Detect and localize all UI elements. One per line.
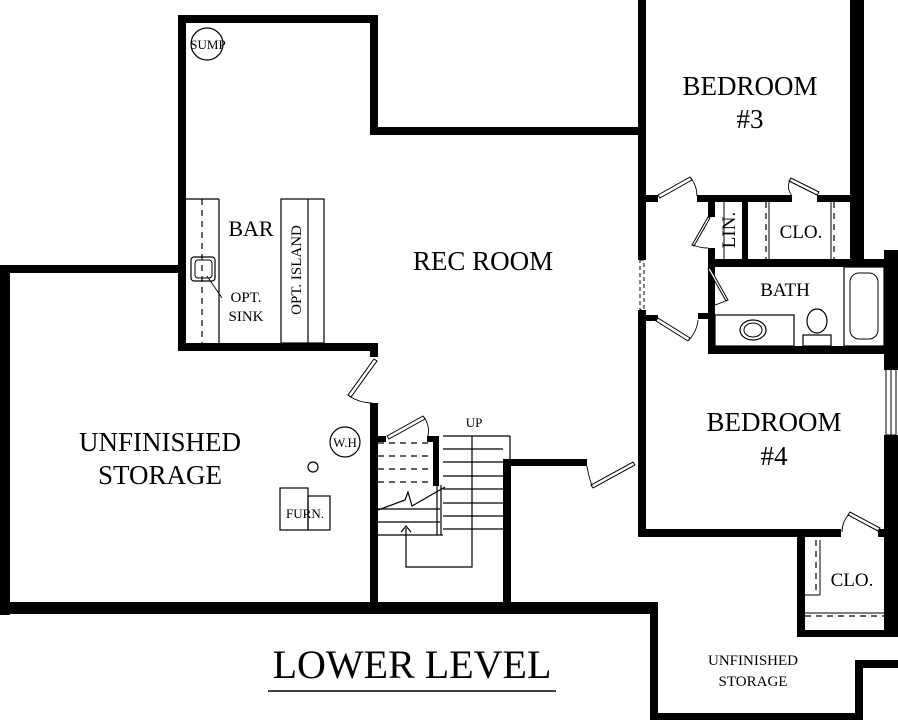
window-rec-room — [639, 259, 645, 311]
wall-storage-left — [0, 265, 10, 615]
sump-fixture — [190, 27, 224, 61]
linen-label: LIN. — [719, 212, 740, 248]
wall-stair-right — [503, 459, 511, 609]
wall-bath-bottom — [708, 346, 898, 354]
wall-bed3-bottom-c — [817, 195, 857, 202]
stair-treads-right — [443, 448, 503, 530]
wall-clo4-bottom — [797, 630, 898, 637]
bedroom4-label: BEDROOM — [706, 407, 841, 437]
wall-storage2-left — [650, 602, 658, 720]
storage-small-label-2: STORAGE — [719, 674, 788, 690]
wall-bath-right — [884, 250, 898, 370]
storage-main-label-1: UNFINISHED — [79, 427, 241, 457]
wall-bed4-bottom-stub — [878, 529, 898, 537]
mechanical — [279, 426, 361, 531]
storage-small-label-1: UNFINISHED — [708, 653, 798, 669]
wall-notch-right — [370, 15, 378, 135]
wall-bar-top — [178, 15, 378, 23]
wall-bar-left — [178, 15, 186, 350]
sink-icon — [190, 256, 216, 282]
furnace-label: FURN. — [286, 506, 324, 521]
doors — [347, 176, 881, 533]
wall-bed3-left — [638, 0, 646, 192]
closet-bed4-label: CLO. — [831, 570, 874, 591]
stair-break-line — [377, 486, 446, 511]
stair-treads-left — [378, 442, 443, 536]
wall-bed4-bottom — [638, 529, 841, 537]
opt-sink-label-2: SINK — [228, 309, 263, 325]
stairs — [377, 435, 511, 568]
vanity — [714, 314, 795, 347]
bedroom3-number: #3 — [737, 104, 764, 134]
drain-icon — [307, 461, 319, 473]
opt-island-counter — [280, 198, 325, 344]
wall-storage2-right — [855, 660, 863, 720]
wall-bed3-bottom-b — [697, 195, 792, 202]
wall-hall-left-a — [638, 192, 646, 260]
wall-hall-top — [503, 459, 587, 466]
stair-arrow-icon — [400, 525, 412, 533]
bath-label: BATH — [760, 280, 810, 301]
wall-lin-left-b — [708, 248, 715, 353]
stairs-up-label: UP — [466, 415, 483, 430]
bar-counters — [186, 198, 325, 344]
wall-lin-left — [708, 202, 715, 217]
wall-bed3-right — [850, 0, 864, 260]
wall-bath-top — [708, 259, 898, 267]
opt-island-label: OPT. ISLAND — [289, 225, 305, 315]
bar-label: BAR — [228, 216, 274, 241]
wall-bottom-main — [0, 602, 655, 614]
rec-room-label: REC ROOM — [413, 246, 553, 276]
wall-storage2-step — [855, 660, 898, 668]
stair-arrow-path — [405, 436, 473, 568]
wall-clo4-left — [797, 537, 805, 637]
wall-lin-clo-divider — [742, 202, 748, 264]
water-heater-label: W.H — [333, 435, 357, 450]
wall-storage2-bottom — [650, 713, 863, 720]
plan-title: LOWER LEVEL — [273, 642, 552, 687]
wall-bar-stub — [370, 343, 378, 357]
wall-bath-stub — [698, 313, 715, 319]
bedroom3-label: BEDROOM — [682, 71, 817, 101]
closet-bed3-label: CLO. — [780, 222, 823, 243]
sump-label: SUMP — [190, 37, 225, 52]
storage-main-label-2: STORAGE — [98, 460, 222, 490]
bath-fixtures — [714, 202, 885, 347]
sump-icon — [190, 27, 224, 61]
wall-stair-top-left — [376, 436, 386, 442]
opt-sink-label-1: OPT. — [231, 290, 262, 306]
wall-storage-top — [0, 265, 186, 273]
wall-storage-right — [370, 403, 378, 608]
wall-rec-top — [370, 127, 645, 135]
labels: SUMP BAR OPT. ISLAND OPT. SINK REC ROOM … — [79, 37, 874, 692]
toilet-icon — [806, 308, 828, 334]
wall-hall-left-b — [638, 310, 646, 535]
water-heater-icon — [329, 426, 361, 458]
bathtub — [843, 266, 885, 347]
sink-basin — [739, 319, 767, 341]
wall-hall-left-stub-a — [638, 315, 658, 321]
wall-bar-bottom — [178, 343, 378, 351]
windows — [639, 259, 897, 436]
wall-stair-mid — [433, 436, 439, 486]
wall-bed3-bottom-a — [638, 195, 658, 202]
closet-shelves-bed4 — [805, 540, 884, 617]
bedroom4-number: #4 — [761, 441, 789, 471]
